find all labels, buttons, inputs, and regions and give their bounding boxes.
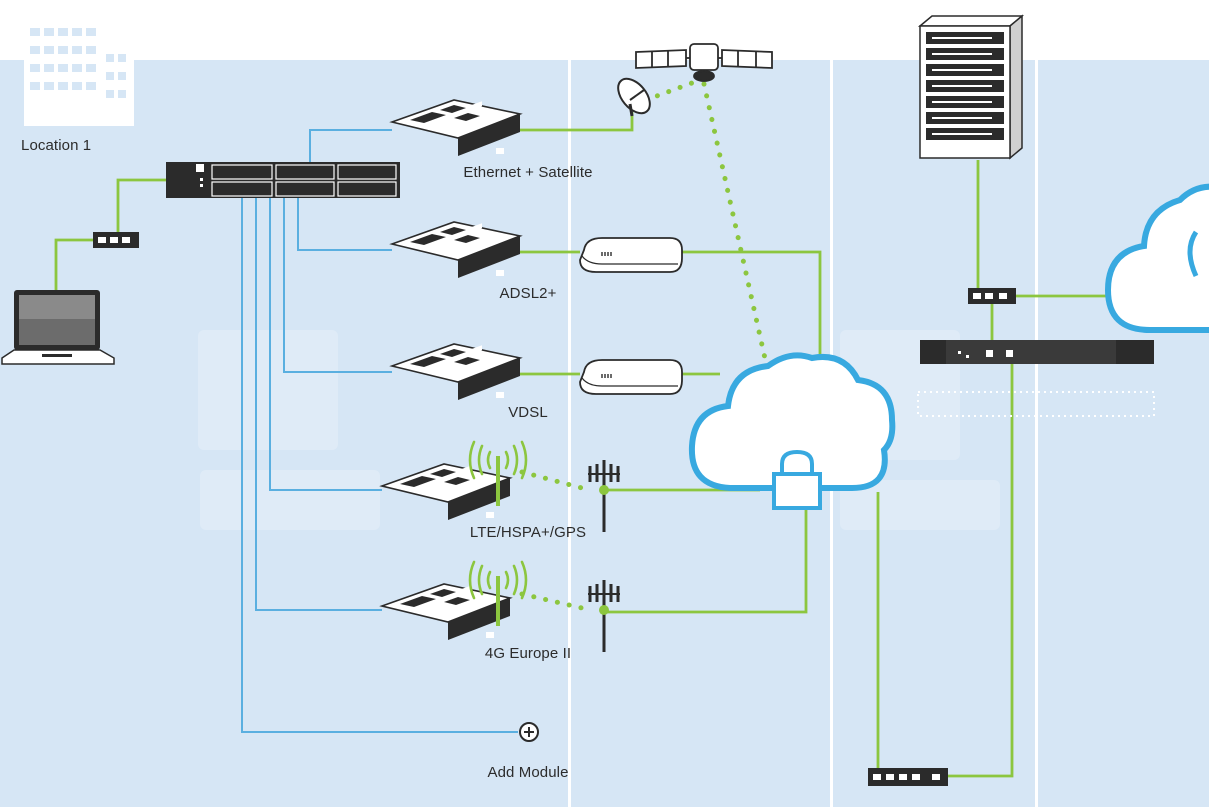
main-router-device [166, 162, 400, 198]
module-label-ethernet-satellite: Ethernet + Satellite [463, 164, 593, 181]
cloud-icon [688, 352, 896, 491]
satellite-icon [635, 43, 773, 82]
antenna-icon [468, 560, 528, 626]
placeholder-slot [917, 391, 1155, 417]
server-rack-icon [917, 14, 1025, 160]
wireless-links [519, 77, 771, 611]
laptop-icon [1, 290, 115, 365]
green-links [54, 112, 1106, 778]
add-module-label[interactable]: Add Module [487, 764, 569, 781]
switch-icon [868, 768, 948, 786]
watermark-graphic [198, 330, 1000, 530]
module-label-4g: 4G Europe II [484, 645, 572, 662]
building-icon [24, 14, 134, 126]
modem-icon [579, 359, 683, 395]
satellite-dish-icon [617, 77, 651, 117]
module-label-lte: LTE/HSPA+/GPS [469, 524, 587, 541]
modem-icon [579, 237, 683, 273]
location-label: Location 1 [21, 137, 92, 154]
blue-links [241, 129, 518, 733]
add-module-button[interactable] [519, 722, 539, 742]
switch-icon [93, 232, 139, 248]
lock-icon [772, 449, 822, 510]
rack-router-device [920, 340, 1154, 364]
divider [1035, 60, 1038, 807]
antenna-icon [468, 440, 528, 506]
module-label-adsl: ADSL2+ [499, 285, 557, 302]
cloud-icon [1104, 183, 1209, 333]
switch-icon [968, 288, 1016, 304]
module-label-vdsl: VDSL [508, 404, 548, 421]
divider [568, 60, 571, 807]
